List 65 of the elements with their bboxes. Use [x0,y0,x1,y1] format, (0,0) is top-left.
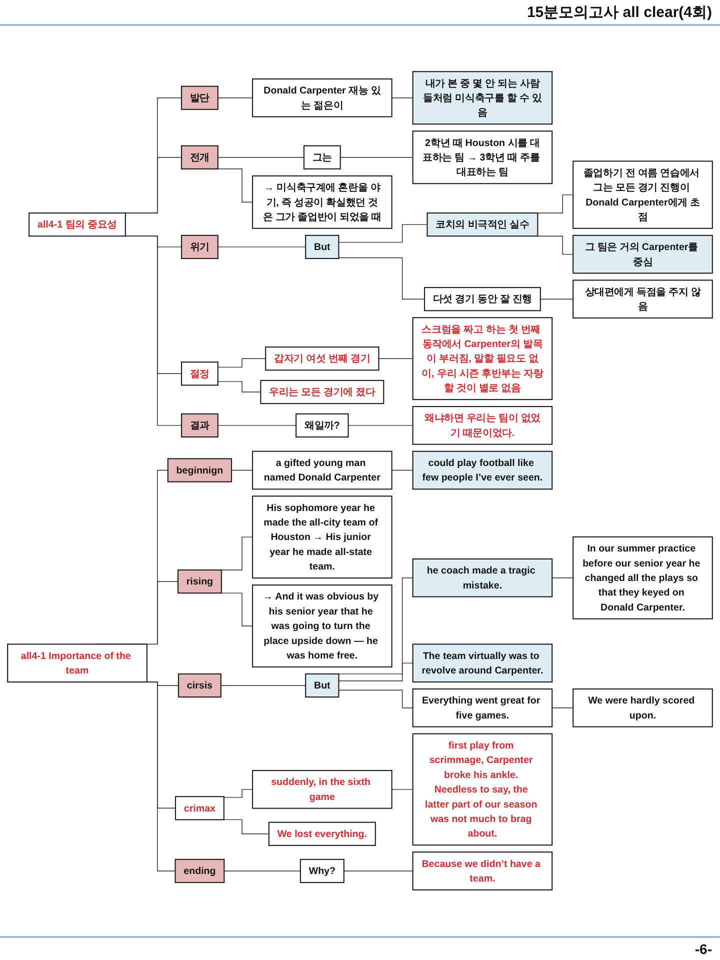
node-box: all4-1 팀의 중요성 [28,212,126,237]
node-box: 결과 [180,414,218,438]
node-box: rising [177,570,222,594]
node-box: Because we didn’t have a team. [412,852,553,891]
node-box: Why? [300,859,344,884]
node-box: 왜일까? [296,414,349,438]
node-box: We lost everything. [268,822,376,846]
connector [338,258,425,300]
node-box: 내가 본 중 몇 안 되는 사람들처럼 미식축구를 할 수 있음 [412,71,553,125]
node-box: → 미식축구계에 혼란을 야기, 즉 성공이 확실했던 것은 그가 졸업반이 되었을 때 [252,176,392,230]
node-box: 2학년 때 Houston 시를 대표하는 팀 → 3학년 때 주를 대표하는 팀 [412,130,553,184]
connector [391,789,414,790]
page-number: -6- [694,941,712,957]
connector [391,470,414,471]
connector [338,663,414,682]
node-box: he coach made a tragic mistake. [412,558,553,598]
connector [218,358,266,368]
node-box: Everything went great for five games. [412,688,553,728]
node-box: 그는 [303,146,341,170]
node-box: 졸업하기 전 여름 연습에서 그는 모든 경기 진행이 Donald Carpenter에게 초점 [572,160,713,230]
node-box: 상대편에게 득점을 주지 않음 [572,280,713,319]
connector [540,299,574,300]
node-box: 스크럼을 짜고 하는 첫 번째 동작에서 Carpenter의 발목이 부러짐, 말할 필요도 없이, 우리 시즌 후반부는 자랑할 것이 별로 없음 [412,317,553,400]
node-box: crimax [174,796,224,820]
node-box: Donald Carpenter 재능 있는 젊은이 [252,78,392,118]
connector [378,358,414,360]
node-box: → And it was obvious by his senior year that he was going to turn the place upside down — he was home free. [252,584,392,668]
connector [224,870,301,872]
node-box: 절정 [180,362,218,386]
node-box: beginnign [167,458,232,483]
connector [220,685,306,686]
connector [224,789,253,798]
node-box: 다섯 경기 동안 잘 진행 [424,287,541,312]
page-title: 15분모의고사 all clear(4회) [526,3,712,22]
node-box: ending [174,859,225,884]
node-box: 코치의 비극적인 실수 [426,212,538,237]
node-box: 우리는 모든 경기에 졌다 [260,380,384,404]
node-box: But [305,674,340,698]
node-box: 발단 [180,86,218,110]
connector [218,381,262,393]
node-box: could play football like few people I’ve ever seen. [412,451,553,490]
node-box: all4-1 Importance of the team [7,644,148,683]
node-box: We were hardly scored upon. [572,688,713,728]
node-box: 그 팀은 거의 Carpenter를 중심 [572,235,713,274]
connector [231,470,253,471]
connector [218,246,306,248]
connector [218,157,304,158]
connector [338,224,428,243]
node-box: His sophomore year he made the all-city team of Houston → His junior year he made all-state team. [252,496,392,579]
connector [344,870,414,872]
node-box: The team virtually was to revolve around Carpenter. [412,644,553,683]
connector [348,425,414,426]
node-box: But [305,235,340,260]
connector [340,157,414,158]
connector [218,425,296,426]
node-box: 갑자기 여섯 번째 경기 [265,346,380,371]
node-box: a gifted young man named Donald Carpenter [252,451,392,490]
node-box: suddenly, in the sixth game [252,770,392,810]
node-box: first play from scrimmage, Carpenter broke his ankle. Needless to say, the latter part of our season was not much to brag about. [412,734,553,846]
node-box: 전개 [180,146,218,170]
node-box: 위기 [180,235,218,260]
connector [338,690,414,708]
node-box: cirsis [178,674,222,698]
node-box: 왜냐하면 우리는 팀이 없었기 때문이었다. [412,406,553,446]
node-box: In our summer practice before our senior year he changed all the plays so that they keyed on Donald Carpenter. [572,536,713,620]
